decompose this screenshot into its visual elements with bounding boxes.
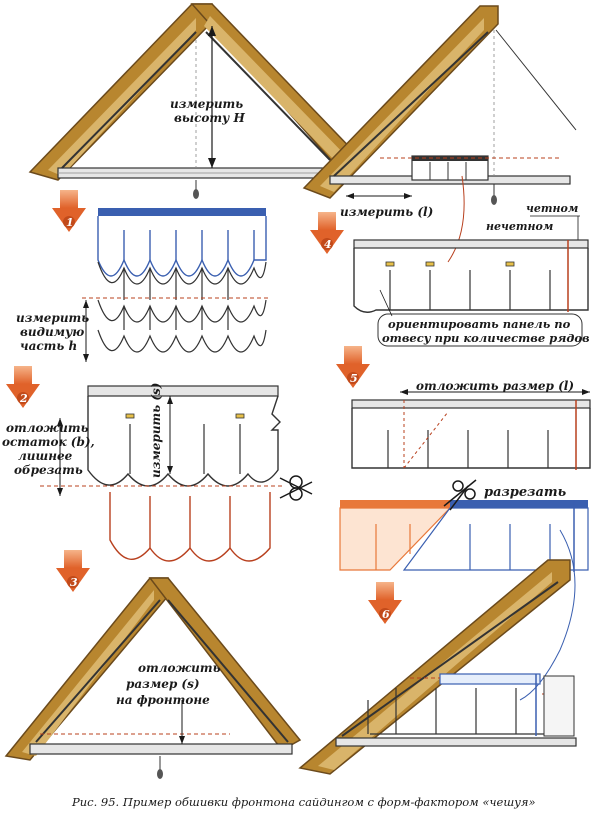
label-set-remainder: отложить остаток (b), лишнее обрезать (2, 421, 95, 477)
svg-text:2: 2 (19, 392, 28, 405)
label-measure-l: измерить (l) (340, 205, 433, 219)
label-measure-s: измерить (s) (149, 383, 163, 478)
panel-cut-diagonal (339, 479, 589, 701)
panel-set-size (351, 389, 591, 470)
gable-top-right (302, 5, 577, 263)
gable-bottom-left (4, 577, 302, 779)
label-even-odd: четном нечетном (486, 202, 580, 248)
svg-text:Рис. 95. Пример обшивки фронто: Рис. 95. Пример обшивки фронтона сайдинг… (71, 795, 536, 809)
svg-text:лишнее: лишнее (18, 449, 73, 463)
svg-text:5: 5 (350, 372, 358, 385)
svg-text:отложить: отложить (138, 661, 221, 675)
label-measure-height: измерить высоту H (170, 97, 245, 125)
svg-text:1: 1 (66, 216, 74, 229)
step-arrow-6: 6 (368, 582, 402, 624)
svg-text:отложить размер (l): отложить размер (l) (416, 379, 574, 393)
label-set-size-l: отложить размер (l) (416, 379, 574, 393)
gable-top-left (28, 3, 362, 199)
svg-text:6: 6 (382, 608, 390, 621)
svg-text:видимую: видимую (20, 325, 84, 339)
scissors-icon (443, 479, 477, 511)
svg-text:нечетном: нечетном (486, 220, 553, 233)
svg-text:на фронтоне: на фронтоне (116, 693, 210, 707)
step-arrow-1: 1 (52, 190, 86, 232)
label-measure-visible: измерить видимую часть h (16, 311, 89, 353)
label-cut: разрезать (484, 485, 567, 500)
svg-text:четном: четном (526, 202, 578, 215)
step-arrow-3: 3 (56, 550, 90, 592)
svg-text:высоту H: высоту H (174, 111, 245, 125)
svg-text:часть h: часть h (20, 339, 77, 353)
svg-text:измерить (s): измерить (s) (149, 383, 163, 478)
svg-text:измерить: измерить (170, 97, 243, 111)
svg-text:размер (s): размер (s) (126, 677, 200, 691)
svg-text:отвесу при количестве рядов: отвесу при количестве рядов (382, 331, 590, 345)
scissors-icon (279, 475, 313, 501)
svg-text:измерить (l): измерить (l) (340, 205, 433, 219)
label-set-size-gable: отложить размер (s) на фронтоне (116, 661, 221, 707)
svg-text:ориентировать панель по: ориентировать панель по (388, 317, 571, 331)
svg-text:остаток (b),: остаток (b), (2, 435, 95, 449)
step-arrow-5: 5 (336, 346, 370, 388)
svg-text:обрезать: обрезать (14, 463, 83, 477)
svg-text:разрезать: разрезать (484, 485, 567, 500)
scale-panel-blue (82, 208, 270, 362)
svg-text:4: 4 (324, 238, 332, 251)
svg-text:3: 3 (70, 576, 78, 589)
svg-text:отложить: отложить (6, 421, 89, 435)
gable-bottom-right (298, 559, 577, 775)
step-arrow-2: 2 (6, 366, 40, 408)
figure-caption: Рис. 95. Пример обшивки фронтона сайдинг… (71, 795, 536, 809)
label-orient-panel: ориентировать панель по отвесу при колич… (382, 317, 590, 345)
panel-orient (353, 239, 589, 347)
svg-text:измерить: измерить (16, 311, 89, 325)
cut-panel (40, 385, 313, 562)
step-arrow-4: 4 (310, 212, 344, 254)
